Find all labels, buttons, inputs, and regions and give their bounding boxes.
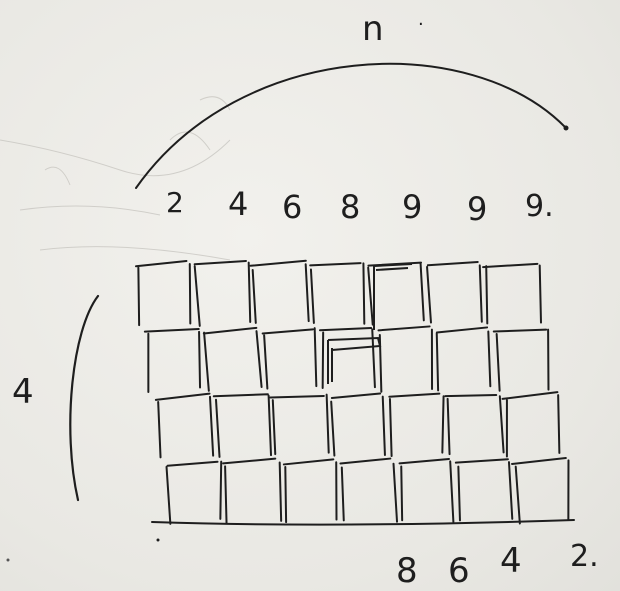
- top-label: n: [362, 9, 384, 49]
- bottom-number: 8: [396, 551, 418, 591]
- grid-cell: [501, 391, 561, 458]
- grid-cell: [261, 327, 318, 390]
- grid-cell: [165, 460, 223, 525]
- grid-cell: [143, 327, 202, 393]
- stray-mark: [156, 538, 160, 542]
- grid-cell: [377, 325, 434, 393]
- top-number: 9: [402, 188, 422, 226]
- grid-cell: [367, 261, 425, 326]
- grid-cell: [339, 457, 399, 523]
- grid-cell: [435, 326, 492, 392]
- grid-cell: [388, 392, 445, 458]
- grid-cell: [492, 328, 550, 392]
- top-number: 4: [228, 185, 248, 223]
- staggered-brick-grid: [134, 259, 575, 526]
- top-label-dot: .: [418, 9, 424, 30]
- grid-cell: [212, 393, 273, 458]
- side-bracket: [69, 294, 100, 502]
- side-label: 4: [12, 372, 34, 412]
- faint-pencil-marks: [0, 96, 231, 261]
- top-number: 2: [166, 186, 184, 219]
- grid-cell: [269, 393, 330, 456]
- grid-cell: [330, 392, 386, 457]
- grid-cell: [154, 392, 215, 459]
- grid-bottom-edge: [151, 519, 575, 526]
- flag-mark-middle: [327, 336, 382, 384]
- grid-cell: [426, 260, 483, 324]
- top-row-numbers: 2 4 6 8 9 9 9.: [166, 185, 554, 228]
- grid-cell: [282, 458, 338, 524]
- grid-cell: [511, 457, 570, 525]
- grid-cell: [202, 326, 263, 392]
- bottom-number: 2.: [570, 539, 599, 574]
- top-number: 6: [282, 188, 302, 226]
- stray-mark: [6, 558, 10, 562]
- bottom-row-numbers: 8 6 4 2.: [396, 539, 599, 591]
- grid-cell: [444, 393, 505, 456]
- grid-cell: [309, 262, 366, 325]
- grid-cell: [482, 262, 542, 325]
- flag-mark-top: [373, 263, 413, 330]
- grid-cell: [249, 259, 310, 324]
- bottom-number: 4: [500, 541, 522, 581]
- highlight-marks: [327, 263, 413, 384]
- grid-cell: [222, 457, 283, 524]
- span-arc: [135, 62, 567, 189]
- top-number: 8: [340, 188, 360, 226]
- top-number: 9: [467, 190, 487, 228]
- grid-cell: [134, 259, 192, 327]
- grid-cell: [454, 458, 514, 522]
- top-number: 9.: [525, 189, 554, 224]
- bottom-number: 6: [448, 551, 470, 591]
- grid-cell: [193, 259, 252, 327]
- arc-end-dot: [563, 125, 569, 131]
- grid-cell: [398, 457, 455, 523]
